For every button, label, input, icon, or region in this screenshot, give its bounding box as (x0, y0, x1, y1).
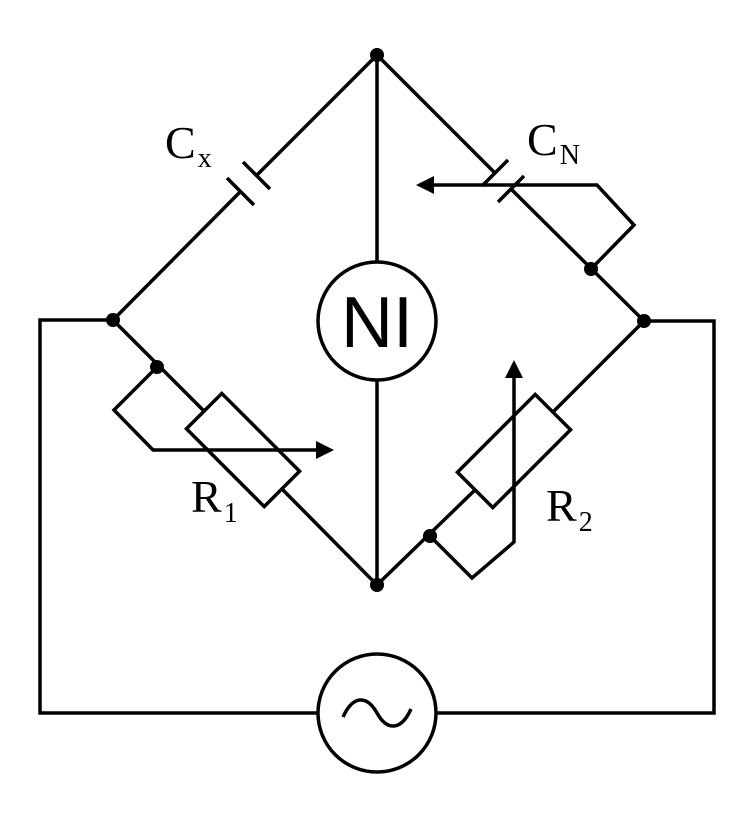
resistor-r2-body (454, 391, 574, 511)
node-bottom (370, 578, 384, 592)
node-r1-tap (150, 360, 164, 374)
supply-loop (38, 318, 716, 774)
label-r2: R2 (546, 480, 593, 538)
null-indicator-circle (316, 260, 438, 382)
node-top (370, 48, 384, 62)
wire-supply-left (38, 318, 318, 715)
ac-source-circle (316, 652, 438, 774)
wire-top-to-cn (375, 53, 497, 175)
capacitor-cx-symbol (225, 160, 272, 207)
r2-adjust-arrow (428, 372, 516, 581)
resistor-r1-body (183, 390, 303, 510)
r1-adjust-arrow (111, 365, 322, 452)
null-indicator-label: NI (341, 283, 413, 363)
label-cn: CN (527, 114, 580, 171)
r1-branch (111, 318, 379, 587)
wire-r1-to-bottom (280, 487, 379, 587)
cx-branch (111, 53, 379, 322)
null-indicator-branch: NI (316, 55, 438, 585)
node-right (637, 314, 651, 328)
wire-cn-to-right-node (508, 186, 646, 323)
wire-supply-right (436, 319, 716, 715)
r2-arrowhead-icon (505, 360, 523, 378)
label-cx: Cx (165, 117, 212, 174)
r1-arrowhead-icon (316, 441, 334, 459)
node-left (106, 313, 120, 327)
capacitor-cn-symbol (480, 158, 526, 204)
ac-source-icon (341, 698, 413, 728)
node-cn-tap (584, 262, 598, 276)
wire-top-to-cx (255, 53, 379, 177)
wire-cx-to-left-node (111, 190, 242, 322)
cn-adjust-arrow (425, 183, 637, 271)
label-r1: R1 (191, 471, 238, 529)
r2-branch (375, 319, 646, 587)
junctions (106, 48, 651, 592)
cn-arrowhead-icon (416, 176, 434, 194)
wire-right-node-to-r2 (551, 319, 646, 414)
cn-branch (375, 53, 646, 323)
node-r2-tap (423, 529, 437, 543)
